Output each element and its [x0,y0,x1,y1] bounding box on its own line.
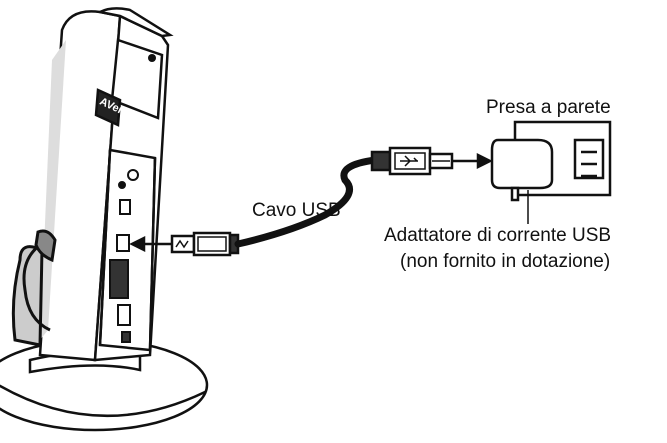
adapter-label-line2: (non fornito in dotazione) [400,251,611,272]
usb-cable-label: Cavo USB [252,200,341,221]
usb-plug-adapter-end [370,146,454,176]
lens-icon [148,54,156,62]
wall-outlet-label: Presa a parete [486,97,611,118]
usb-cable [234,156,379,248]
usb-plug-device-end [170,231,240,257]
arrow-into-adapter [452,152,493,170]
arrow-into-device [129,235,172,253]
usb-power-adapter [490,138,554,202]
side-clip [11,229,57,347]
adapter-label-line1: Adattatore di corrente USB [384,225,612,246]
device-ports [109,169,139,343]
